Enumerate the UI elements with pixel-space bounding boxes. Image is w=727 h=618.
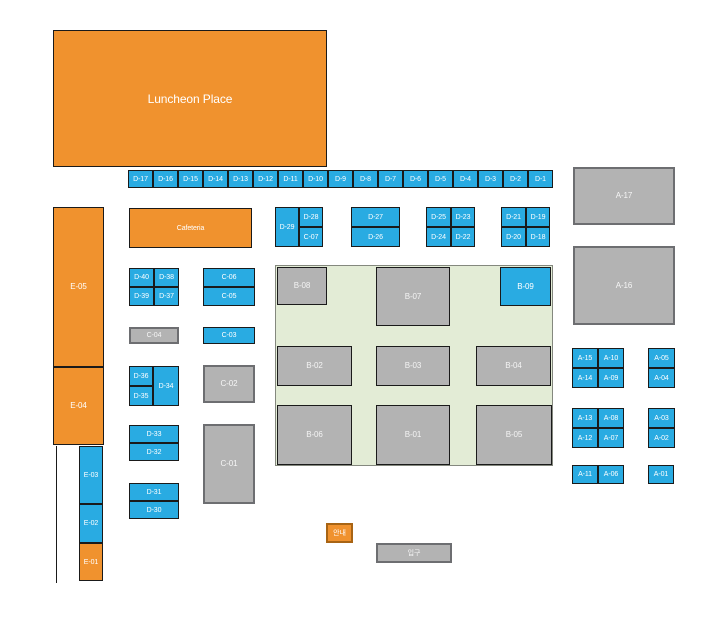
booth-d-38[interactable]: D-38: [154, 268, 179, 287]
booth-c-05[interactable]: C-05: [203, 287, 255, 306]
booth-luncheon-place[interactable]: Luncheon Place: [53, 30, 327, 167]
booth-a-16[interactable]: A-16: [573, 246, 675, 325]
booth-entrance[interactable]: 입구: [376, 543, 452, 563]
booth-d-35[interactable]: D-35: [129, 386, 153, 406]
booth-d-9[interactable]: D-9: [328, 170, 353, 188]
booth-d-8[interactable]: D-8: [353, 170, 378, 188]
booth-d-16[interactable]: D-16: [153, 170, 178, 188]
booth-d-40[interactable]: D-40: [129, 268, 154, 287]
booth-d-2[interactable]: D-2: [503, 170, 528, 188]
booth-d-15[interactable]: D-15: [178, 170, 203, 188]
booth-c-04[interactable]: C-04: [129, 327, 179, 344]
booth-a-13[interactable]: A-13: [572, 408, 598, 428]
booth-d-36[interactable]: D-36: [129, 366, 153, 386]
booth-b-06[interactable]: B-06: [277, 405, 352, 465]
booth-d-25[interactable]: D-25: [426, 207, 451, 227]
booth-a-09[interactable]: A-09: [598, 368, 624, 388]
booth-a-14[interactable]: A-14: [572, 368, 598, 388]
booth-d-11[interactable]: D-11: [278, 170, 303, 188]
booth-e-02[interactable]: E-02: [79, 504, 103, 543]
booth-c-02[interactable]: C-02: [203, 365, 255, 403]
booth-d-1[interactable]: D-1: [528, 170, 553, 188]
booth-d-10[interactable]: D-10: [303, 170, 328, 188]
booth-b-03[interactable]: B-03: [376, 346, 450, 386]
booth-d-23[interactable]: D-23: [451, 207, 475, 227]
booth-b-01[interactable]: B-01: [376, 405, 450, 465]
booth-a-10[interactable]: A-10: [598, 348, 624, 368]
booth-a-17[interactable]: A-17: [573, 167, 675, 225]
booth-a-04[interactable]: A-04: [648, 368, 675, 388]
booth-d-32[interactable]: D-32: [129, 443, 179, 461]
booth-e-01[interactable]: E-01: [79, 543, 103, 581]
booth-a-12[interactable]: A-12: [572, 428, 598, 448]
booth-d-26[interactable]: D-26: [351, 227, 400, 247]
booth-d-22[interactable]: D-22: [451, 227, 475, 247]
booth-d-5[interactable]: D-5: [428, 170, 453, 188]
booth-b-09[interactable]: B-09: [500, 267, 551, 306]
booth-a-03[interactable]: A-03: [648, 408, 675, 428]
booth-d-28[interactable]: D-28: [299, 207, 323, 227]
booth-a-06[interactable]: A-06: [598, 465, 624, 484]
booth-d-19[interactable]: D-19: [526, 207, 550, 227]
booth-c-07[interactable]: C-07: [299, 227, 323, 247]
booth-d-30[interactable]: D-30: [129, 501, 179, 519]
booth-c-01[interactable]: C-01: [203, 424, 255, 504]
booth-d-37[interactable]: D-37: [154, 287, 179, 306]
booth-a-15[interactable]: A-15: [572, 348, 598, 368]
booth-c-06[interactable]: C-06: [203, 268, 255, 287]
booth-d-17[interactable]: D-17: [128, 170, 153, 188]
booth-d-27[interactable]: D-27: [351, 207, 400, 227]
booth-d-34[interactable]: D-34: [153, 366, 179, 406]
booth-d-13[interactable]: D-13: [228, 170, 253, 188]
booth-d-31[interactable]: D-31: [129, 483, 179, 501]
booth-b-04[interactable]: B-04: [476, 346, 551, 386]
booth-info-desk[interactable]: 안내: [326, 523, 353, 543]
booth-d-20[interactable]: D-20: [501, 227, 526, 247]
booth-d-3[interactable]: D-3: [478, 170, 503, 188]
booth-b-02[interactable]: B-02: [277, 346, 352, 386]
booth-a-07[interactable]: A-07: [598, 428, 624, 448]
booth-a-01[interactable]: A-01: [648, 465, 674, 484]
booth-d-21[interactable]: D-21: [501, 207, 526, 227]
booth-d-29[interactable]: D-29: [275, 207, 299, 247]
booth-d-4[interactable]: D-4: [453, 170, 478, 188]
booth-c-03[interactable]: C-03: [203, 327, 255, 344]
booth-d-24[interactable]: D-24: [426, 227, 451, 247]
booth-cafeteria[interactable]: Cafeteria: [129, 208, 252, 248]
booth-e-05[interactable]: E-05: [53, 207, 104, 367]
booth-a-11[interactable]: A-11: [572, 465, 598, 484]
booth-d-18[interactable]: D-18: [526, 227, 550, 247]
booth-d-39[interactable]: D-39: [129, 287, 154, 306]
booth-b-08[interactable]: B-08: [277, 267, 327, 305]
booth-b-05[interactable]: B-05: [476, 405, 552, 465]
booth-e-04[interactable]: E-04: [53, 367, 104, 445]
booth-e-03[interactable]: E-03: [79, 446, 103, 504]
booth-d-6[interactable]: D-6: [403, 170, 428, 188]
booth-d-7[interactable]: D-7: [378, 170, 403, 188]
booth-a-08[interactable]: A-08: [598, 408, 624, 428]
booth-d-14[interactable]: D-14: [203, 170, 228, 188]
booth-b-07[interactable]: B-07: [376, 267, 450, 326]
booth-a-05[interactable]: A-05: [648, 348, 675, 368]
booth-d-12[interactable]: D-12: [253, 170, 278, 188]
booth-a-02[interactable]: A-02: [648, 428, 675, 448]
booth-d-33[interactable]: D-33: [129, 425, 179, 443]
zone-wall-line: [56, 446, 57, 583]
